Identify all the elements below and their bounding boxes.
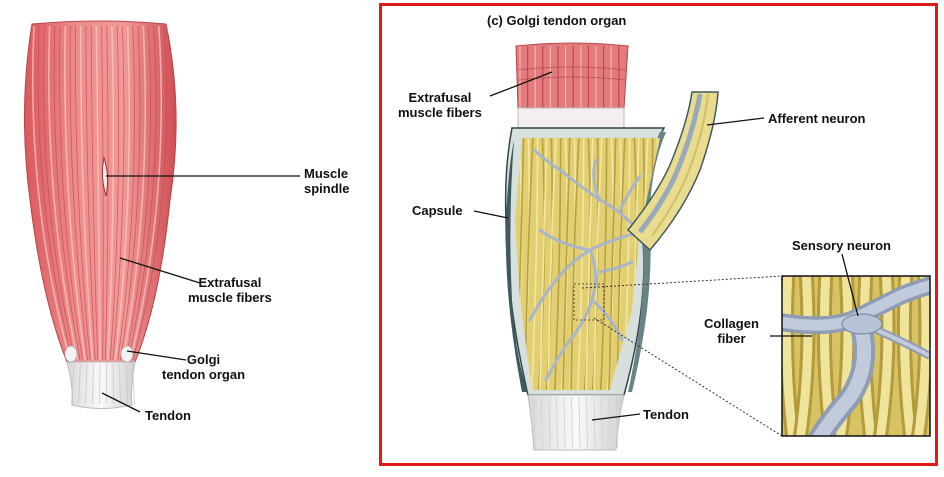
label-golgi-left-line2: tendon organ	[162, 367, 246, 382]
label-collagen-fiber: Collagen fiber	[704, 316, 759, 346]
label-golgi-left: Golgi tendon organ	[162, 352, 245, 382]
inset-zoom	[781, 275, 931, 437]
afferent-neuron	[626, 91, 719, 252]
golgi-panel-frame	[379, 3, 938, 466]
label-extrafusal-left: Extrafusal muscle fibers	[188, 275, 272, 305]
label-collagen-fiber-line1: Collagen	[704, 316, 759, 331]
label-muscle-spindle: Muscle spindle	[304, 166, 350, 196]
label-extrafusal-left-line1: Extrafusal	[198, 275, 262, 290]
left-tendon	[64, 345, 136, 409]
label-golgi-left-line1: Golgi	[186, 352, 221, 367]
label-tendon-right: Tendon	[643, 407, 689, 422]
left-leader-lines	[101, 175, 300, 413]
right-leader-lines	[473, 71, 859, 421]
muscle-spindle-shape	[101, 156, 109, 197]
label-muscle-spindle-line1: Muscle	[304, 166, 349, 181]
muscle-striations	[31, 25, 168, 361]
label-capsule: Capsule	[412, 203, 463, 218]
panel-title: (c) Golgi tendon organ	[487, 13, 627, 28]
magnify-lines	[581, 275, 783, 437]
label-extrafusal-right: Extrafusal muscle fibers	[398, 90, 482, 120]
label-extrafusal-right-line2: muscle fibers	[398, 105, 482, 120]
label-tendon-left: Tendon	[145, 408, 191, 423]
label-sensory-neuron: Sensory neuron	[792, 238, 891, 253]
label-extrafusal-left-line2: muscle fibers	[188, 290, 272, 305]
label-afferent-neuron: Afferent neuron	[768, 111, 866, 126]
golgi-organ-left-a	[64, 345, 78, 363]
right-tendon	[527, 394, 625, 451]
golgi-organ-left-b	[120, 345, 134, 363]
label-extrafusal-right-line1: Extrafusal	[408, 90, 472, 105]
right-top-muscle	[515, 42, 629, 129]
label-muscle-spindle-line2: spindle	[304, 181, 350, 196]
label-collagen-fiber-line2: fiber	[717, 331, 746, 346]
muscle-belly	[23, 20, 177, 363]
